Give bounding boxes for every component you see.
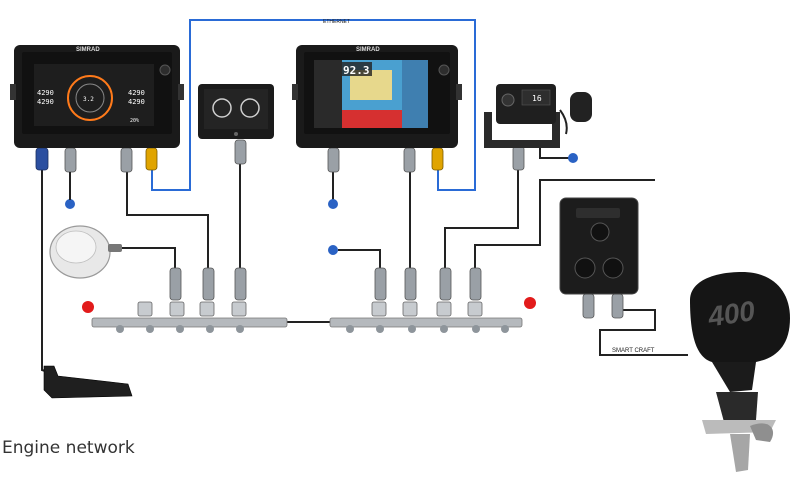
sonar-connector [35, 147, 49, 171]
caption: Engine network [2, 438, 135, 458]
instrument-display [198, 84, 274, 139]
mfd-left-value-1: 4290 [37, 89, 54, 97]
backbone-left [91, 301, 288, 333]
mfd-left-bottom-value: 20% [130, 118, 139, 124]
backbone-right [329, 301, 523, 333]
terminator-icons [82, 297, 536, 313]
smartcraft-label: SMART CRAFT [612, 348, 655, 354]
mfd-left-brand: SIMRAD [76, 47, 100, 53]
transducer [43, 365, 133, 399]
mfd-left-value-2: 4290 [37, 98, 54, 106]
mfd-left: SIMRAD 4290 4290 4290 4290 3.2 20% [10, 45, 184, 148]
mfd-right: SIMRAD 92.3 [292, 45, 462, 148]
vhf-display-value: 16 [532, 94, 542, 103]
power-tap-icons [65, 153, 578, 255]
mfd-right-depth-value: 92.3 [343, 64, 370, 77]
ethernet-label: ETHERNET [323, 19, 350, 25]
engine-interface-box [559, 197, 639, 295]
mfd-left-center-value: 3.2 [83, 96, 94, 103]
vhf-radio: 16 [484, 84, 592, 148]
gauge-sensor [49, 225, 122, 279]
mfd-right-brand: SIMRAD [356, 47, 380, 53]
ethernet-connectors [145, 147, 444, 171]
ethernet-cable [151, 19, 476, 191]
mfd-left-value-3: 4290 [128, 89, 145, 97]
outboard-model-label: 400 [705, 295, 757, 332]
mfd-left-value-4: 4290 [128, 98, 145, 106]
outboard-engine: 400 [690, 272, 790, 472]
drop-connectors [64, 139, 624, 319]
